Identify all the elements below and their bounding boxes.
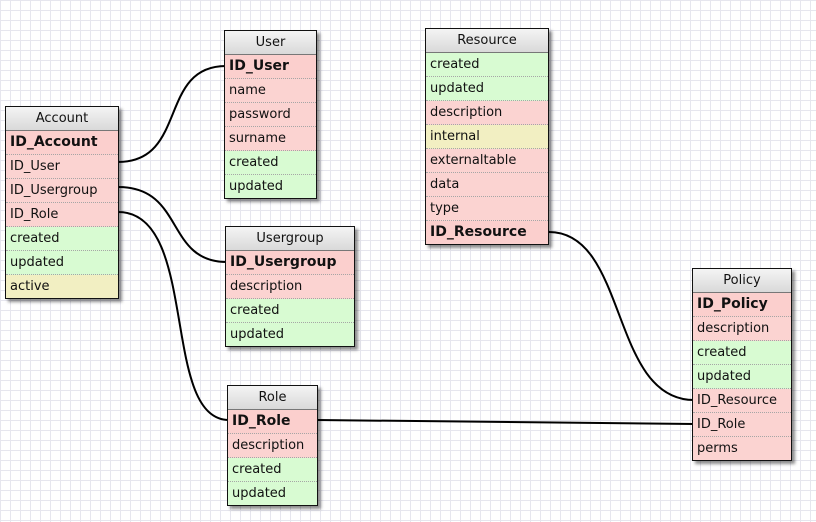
- field-id-policy[interactable]: ID_Policy: [693, 293, 791, 317]
- field-id-user[interactable]: ID_User: [225, 55, 316, 79]
- field-internal[interactable]: internal: [426, 125, 548, 149]
- field-password[interactable]: password: [225, 103, 316, 127]
- table-title: Resource: [426, 29, 548, 53]
- field-created[interactable]: created: [228, 458, 317, 482]
- field-id-role[interactable]: ID_Role: [6, 203, 118, 227]
- field-description[interactable]: description: [226, 275, 354, 299]
- field-updated[interactable]: updated: [228, 482, 317, 505]
- relation-account-user: [117, 65, 227, 163]
- field-description[interactable]: description: [693, 317, 791, 341]
- field-active[interactable]: active: [6, 275, 118, 298]
- field-id-role[interactable]: ID_Role: [228, 410, 317, 434]
- field-data[interactable]: data: [426, 173, 548, 197]
- field-created[interactable]: created: [6, 227, 118, 251]
- relation-resource-policy: [548, 231, 695, 401]
- field-updated[interactable]: updated: [6, 251, 118, 275]
- table-title: User: [225, 31, 316, 55]
- field-created[interactable]: created: [426, 53, 548, 77]
- field-created[interactable]: created: [226, 299, 354, 323]
- field-updated[interactable]: updated: [225, 175, 316, 198]
- field-type[interactable]: type: [426, 197, 548, 221]
- field-externaltable[interactable]: externaltable: [426, 149, 548, 173]
- relation-account-role: [117, 211, 230, 421]
- field-description[interactable]: description: [228, 434, 317, 458]
- table-title: Usergroup: [226, 227, 354, 251]
- field-name[interactable]: name: [225, 79, 316, 103]
- relation-role-policy: [316, 419, 695, 425]
- table-title: Policy: [693, 269, 791, 293]
- field-created[interactable]: created: [693, 341, 791, 365]
- field-surname[interactable]: surname: [225, 127, 316, 151]
- field-id-user[interactable]: ID_User: [6, 155, 118, 179]
- field-id-usergroup[interactable]: ID_Usergroup: [226, 251, 354, 275]
- field-id-resource[interactable]: ID_Resource: [693, 389, 791, 413]
- field-id-usergroup[interactable]: ID_Usergroup: [6, 179, 118, 203]
- field-id-role[interactable]: ID_Role: [693, 413, 791, 437]
- field-id-account[interactable]: ID_Account: [6, 131, 118, 155]
- field-updated[interactable]: updated: [693, 365, 791, 389]
- field-updated[interactable]: updated: [226, 323, 354, 346]
- field-perms[interactable]: perms: [693, 437, 791, 460]
- field-created[interactable]: created: [225, 151, 316, 175]
- table-title: Role: [228, 386, 317, 410]
- field-description[interactable]: description: [426, 101, 548, 125]
- field-id-resource[interactable]: ID_Resource: [426, 221, 548, 244]
- table-title: Account: [6, 107, 118, 131]
- relation-account-usergroup: [117, 186, 228, 263]
- field-updated[interactable]: updated: [426, 77, 548, 101]
